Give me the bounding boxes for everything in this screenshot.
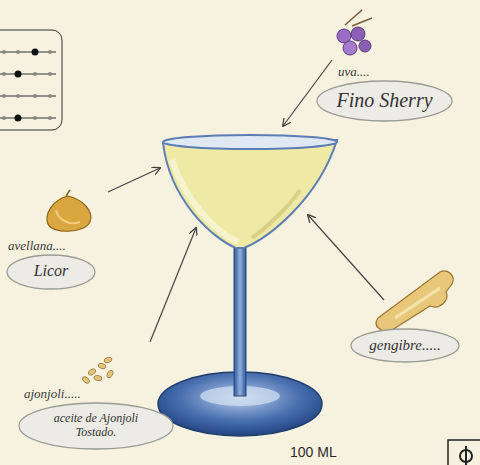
ingredient-label: aceite de Ajonjoli Tostado. (40, 412, 152, 440)
callout-ellipse: uva.... Fino Sherry (316, 64, 453, 122)
grape-icon (337, 10, 372, 55)
logo-mark (448, 440, 480, 465)
leader-line (308, 215, 384, 300)
sesame-icon (81, 356, 114, 384)
ingredient-name: uva.... (338, 64, 453, 80)
leader-line (108, 168, 160, 192)
ellipse-body: aceite de Ajonjoli Tostado. (18, 402, 174, 450)
ingredient-name: avellana.... (8, 238, 96, 254)
callout-ellipse: gengibre..... (350, 328, 460, 363)
ingredient-label: Licor (34, 262, 69, 280)
volume-label: 100 ML (290, 444, 337, 460)
hazelnut-icon (47, 190, 91, 231)
ellipse-body: Fino Sherry (316, 80, 453, 122)
cocktail-glass (158, 135, 337, 436)
ingredient-name: ajonjoli..... (24, 386, 174, 402)
ingredient-label: gengibre..... (369, 337, 441, 354)
ellipse-body: gengibre..... (350, 328, 460, 363)
strength-grid-icon (0, 30, 62, 130)
ingredient-label: Fino Sherry (336, 89, 432, 112)
callout-ellipse: ajonjoli..... aceite de Ajonjoli Tostado. (18, 386, 174, 450)
leader-line (150, 228, 196, 342)
ginger-icon (376, 271, 453, 331)
ellipse-body: Licor (6, 254, 96, 290)
callout-ellipse: avellana.... Licor (6, 238, 96, 290)
